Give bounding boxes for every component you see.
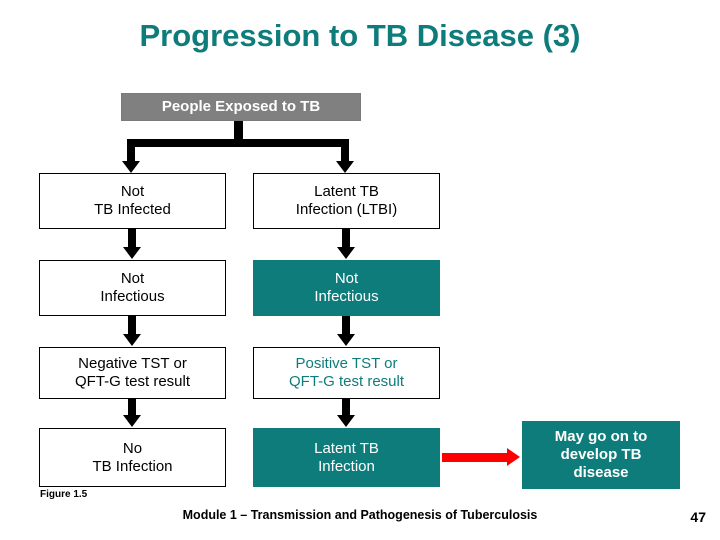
connector-right-3	[342, 399, 350, 415]
node-positive-test-result: Positive TST or QFT-G test result	[253, 347, 440, 399]
arrow-head-right-3	[337, 415, 355, 427]
node-not-tb-infected: Not TB Infected	[39, 173, 226, 229]
node-label: Not TB Infected	[94, 183, 171, 218]
connector-left-branch-stem	[127, 147, 135, 161]
node-label: Latent TB Infection (LTBI)	[295, 183, 398, 218]
node-label: Latent TB Infection	[314, 439, 379, 475]
node-latent-tb-infection: Latent TB Infection	[253, 428, 440, 487]
connector-left-2	[128, 316, 136, 334]
node-latent-tb-infection-ltbi: Latent TB Infection (LTBI)	[253, 173, 440, 229]
arrow-head-left-3	[123, 415, 141, 427]
arrow-head-right-branch	[336, 161, 354, 173]
node-label: May go on to develop TB disease	[554, 428, 648, 481]
node-not-infectious-left: Not Infectious	[39, 260, 226, 316]
node-may-go-on-to-develop-tb-disease: May go on to develop TB disease	[522, 421, 680, 489]
page-title: Progression to TB Disease (3)	[139, 18, 581, 53]
connector-left-1	[128, 229, 136, 247]
node-label: Not Infectious	[100, 270, 165, 305]
connector-outcome-stem	[442, 453, 507, 462]
arrow-head-outcome	[507, 448, 520, 466]
footer-text: Module 1 – Transmission and Pathogenesis…	[182, 508, 538, 522]
arrow-head-left-1	[123, 247, 141, 259]
figure-label: Figure 1.5	[40, 489, 88, 500]
node-label: People Exposed to TB	[161, 98, 321, 116]
arrow-head-left-branch	[122, 161, 140, 173]
node-people-exposed-to-tb: People Exposed to TB	[121, 93, 361, 121]
connector-header-bar	[127, 139, 349, 147]
connector-right-branch-stem	[341, 147, 349, 161]
connector-left-3	[128, 399, 136, 415]
connector-header-stem	[234, 121, 243, 139]
node-no-tb-infection: No TB Infection	[39, 428, 226, 487]
connector-right-2	[342, 316, 350, 334]
node-label: Positive TST or QFT-G test result	[288, 355, 405, 390]
arrow-head-right-1	[337, 247, 355, 259]
node-not-infectious-right: Not Infectious	[253, 260, 440, 316]
connector-right-1	[342, 229, 350, 247]
arrow-head-left-2	[123, 334, 141, 346]
node-label: Not Infectious	[314, 270, 379, 305]
node-negative-test-result: Negative TST or QFT-G test result	[39, 347, 226, 399]
node-label: No TB Infection	[92, 439, 173, 475]
arrow-head-right-2	[337, 334, 355, 346]
page-number: 47	[690, 509, 706, 525]
node-label: Negative TST or QFT-G test result	[74, 355, 191, 390]
